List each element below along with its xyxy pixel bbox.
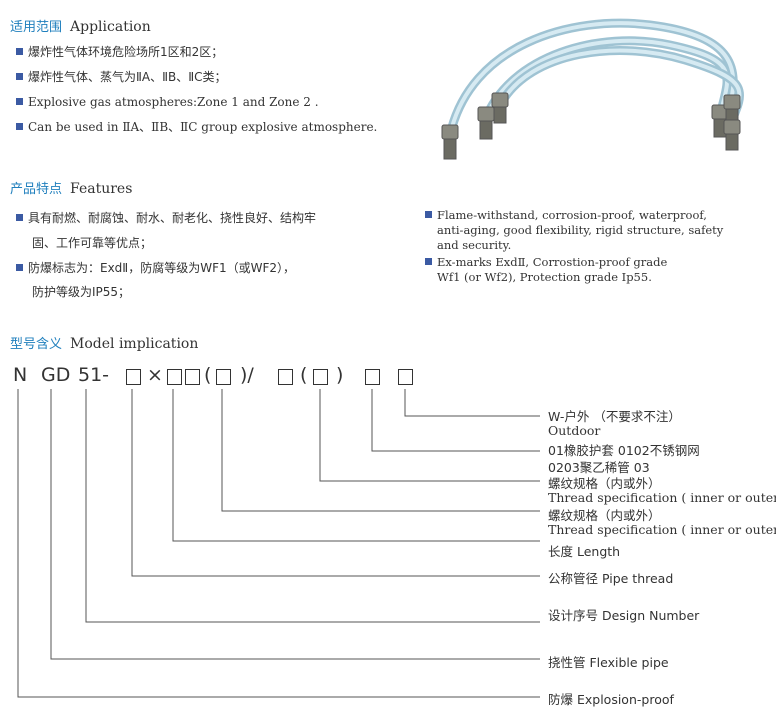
application-title-en: Application bbox=[70, 19, 151, 35]
application-item-text: 爆炸性气体环境危险场所1区和2区； bbox=[28, 45, 224, 59]
label-thread-2-cn: 螺纹规格（内或外） bbox=[548, 476, 661, 491]
model-title-en: Model implication bbox=[70, 336, 199, 352]
application-title-cn: 适用范围 bbox=[10, 20, 63, 35]
code-gd: GD bbox=[41, 364, 71, 386]
features-left-text: 防护等级为IP55； bbox=[32, 285, 131, 299]
label-sheath-1: 01橡胶护套 0102不锈钢网 bbox=[548, 443, 700, 458]
application-item-1: 爆炸性气体环境危险场所1区和2区； bbox=[16, 43, 223, 61]
features-right-text: anti-aging, good flexibility, rigid stru… bbox=[437, 223, 724, 237]
code-number: 51- bbox=[78, 364, 110, 386]
features-right-line-3: and security. bbox=[437, 239, 511, 252]
leader-thread-1 bbox=[221, 389, 540, 512]
bullet-square-icon bbox=[16, 98, 23, 105]
features-title-en: Features bbox=[70, 181, 133, 197]
model-title: 型号含义 Model implication bbox=[10, 333, 198, 352]
features-right-text: and security. bbox=[437, 238, 512, 252]
application-item-4: Can be used in ⅡA、ⅡB、ⅡC group explosive … bbox=[16, 118, 377, 136]
features-right-line-5: Wf1 (or Wf2), Protection grade Ip55. bbox=[437, 271, 652, 284]
application-title: 适用范围 Application bbox=[10, 16, 151, 35]
label-thread-2-en: Thread specification ( inner or outer bbox=[548, 490, 776, 505]
code-lparen-1: ( bbox=[204, 364, 212, 386]
leader-explosion bbox=[17, 389, 540, 698]
features-right-line-2: anti-aging, good flexibility, rigid stru… bbox=[437, 224, 723, 237]
application-item-text: Can be used in ⅡA、ⅡB、ⅡC group explosive … bbox=[28, 120, 378, 134]
code-box-outdoor bbox=[398, 369, 413, 385]
features-right-text: Ex-marks ExdⅡ, Corrostion-proof grade bbox=[437, 255, 668, 269]
label-sheath-2: 0203聚乙稀管 03 bbox=[548, 460, 650, 475]
leader-flexible bbox=[50, 389, 540, 660]
application-item-text: Explosive gas atmospheres:Zone 1 and Zon… bbox=[28, 95, 319, 109]
leader-design bbox=[85, 389, 540, 623]
features-left-text: 防爆标志为：ExdⅡ，防腐等级为WF1（或WF2）， bbox=[28, 261, 296, 275]
features-right-text: Flame-withstand, corrosion-proof, waterp… bbox=[437, 208, 707, 222]
code-box-thread-2 bbox=[313, 369, 328, 385]
features-title: 产品特点 Features bbox=[10, 178, 132, 197]
code-box-pipe bbox=[126, 369, 141, 385]
features-right-item-1: Flame-withstand, corrosion-proof, waterp… bbox=[425, 209, 707, 222]
bullet-square-icon bbox=[425, 211, 432, 218]
label-length: 长度 Length bbox=[548, 544, 621, 559]
bullet-square-icon bbox=[16, 123, 23, 130]
features-left-item-1: 具有耐燃、耐腐蚀、耐水、耐老化、挠性良好、结构牢 bbox=[16, 209, 316, 227]
label-outdoor-cn: W-户外 （不要求不注） bbox=[548, 409, 681, 424]
features-left-item-2: 防爆标志为：ExdⅡ，防腐等级为WF1（或WF2）， bbox=[16, 259, 295, 277]
label-design-number: 设计序号 Design Number bbox=[548, 608, 700, 623]
features-left-item-2-cont: 防护等级为IP55； bbox=[32, 283, 130, 301]
features-right-item-2: Ex-marks ExdⅡ, Corrostion-proof grade bbox=[425, 256, 667, 269]
code-box-length-3 bbox=[278, 369, 293, 385]
bullet-square-icon bbox=[16, 214, 23, 221]
label-thread-1-en: Thread specification ( inner or outer bbox=[548, 522, 776, 537]
application-item-3: Explosive gas atmospheres:Zone 1 and Zon… bbox=[16, 93, 319, 111]
code-times: × bbox=[147, 364, 163, 386]
code-rparen-2: ) bbox=[336, 364, 344, 386]
bullet-square-icon bbox=[16, 264, 23, 271]
leader-pipe bbox=[131, 389, 540, 577]
application-item-text: 爆炸性气体、蒸气为ⅡA、ⅡB、ⅡC类； bbox=[28, 70, 227, 84]
leader-outdoor bbox=[404, 389, 540, 417]
model-title-cn: 型号含义 bbox=[10, 337, 63, 352]
features-title-cn: 产品特点 bbox=[10, 182, 63, 197]
features-right-text: Wf1 (or Wf2), Protection grade Ip55. bbox=[437, 270, 652, 284]
features-left-text: 固、工作可靠等优点； bbox=[32, 236, 153, 250]
features-left-item-1-cont: 固、工作可靠等优点； bbox=[32, 234, 152, 252]
label-flexible-pipe: 挠性管 Flexible pipe bbox=[548, 655, 669, 670]
label-thread-1-cn: 螺纹规格（内或外） bbox=[548, 508, 661, 523]
features-left-text: 具有耐燃、耐腐蚀、耐水、耐老化、挠性良好、结构牢 bbox=[28, 211, 317, 225]
bullet-square-icon bbox=[16, 48, 23, 55]
bullet-square-icon bbox=[425, 258, 432, 265]
label-explosion-proof: 防爆 Explosion-proof bbox=[548, 692, 674, 707]
flexible-hose-image bbox=[441, 18, 744, 160]
code-lparen-2: ( bbox=[300, 364, 308, 386]
leader-thread-2 bbox=[319, 389, 540, 482]
code-box-thread-1 bbox=[216, 369, 231, 385]
code-rparen-slash: )/ bbox=[240, 364, 254, 386]
code-box-length-2 bbox=[185, 369, 200, 385]
code-n: N bbox=[13, 364, 28, 386]
label-pipe-thread: 公称管径 Pipe thread bbox=[548, 571, 674, 586]
application-item-2: 爆炸性气体、蒸气为ⅡA、ⅡB、ⅡC类； bbox=[16, 68, 227, 86]
label-outdoor-en: Outdoor bbox=[548, 423, 601, 438]
leader-sheath bbox=[371, 389, 540, 452]
bullet-square-icon bbox=[16, 73, 23, 80]
code-box-sheath bbox=[365, 369, 380, 385]
code-box-length-1 bbox=[167, 369, 182, 385]
leader-length bbox=[172, 389, 540, 542]
